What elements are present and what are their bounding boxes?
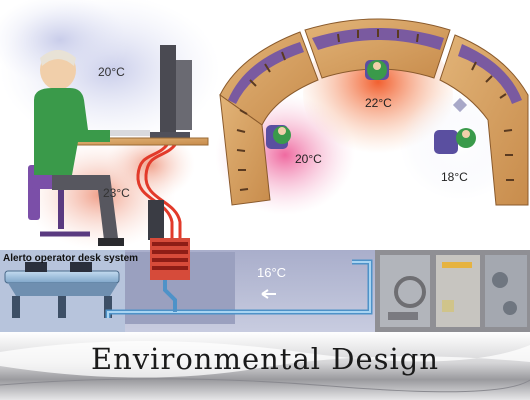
feet-temperature-label: 23°C [103, 186, 130, 200]
office-floorplan [375, 250, 530, 332]
head-temperature-label: 20°C [98, 65, 125, 79]
silver-banner [0, 332, 530, 400]
seating-zone-arc [215, 18, 529, 215]
left-seat-temperature-label: 20°C [295, 152, 322, 166]
airflow-temperature-label: 16°C [257, 265, 287, 280]
desk-system-panel [0, 250, 125, 332]
seat-left-occupant [266, 125, 291, 149]
seat-center-occupant [365, 60, 389, 80]
right-seat-temperature-label: 18°C [441, 170, 468, 184]
under-desk-heater [136, 139, 190, 280]
center-seat-temperature-label: 22°C [365, 96, 392, 110]
seated-person [28, 50, 124, 246]
desk-system-label: Alerto operator desk system [3, 253, 139, 264]
page-title: Environmental Design [90, 342, 440, 376]
seat-right-occupant [434, 97, 476, 154]
